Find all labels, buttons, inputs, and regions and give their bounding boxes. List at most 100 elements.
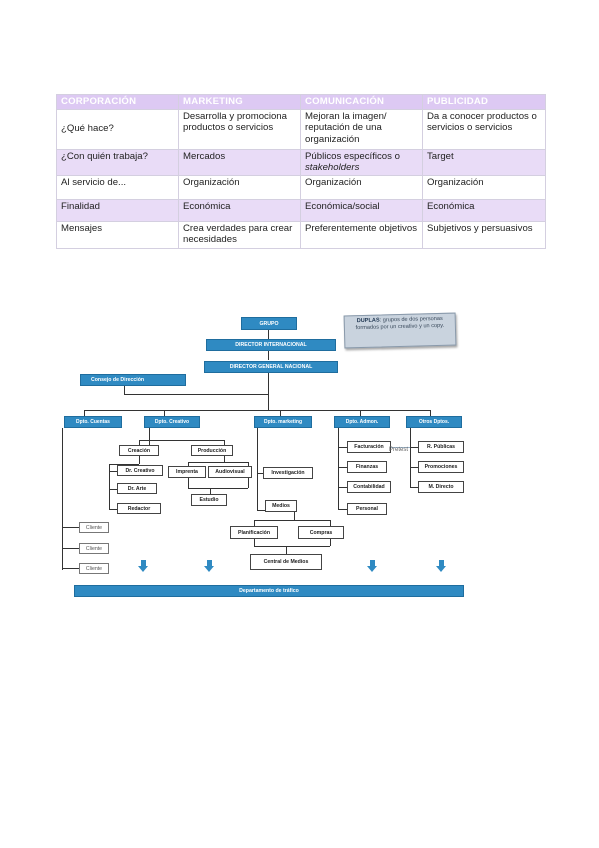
cliente-box: Cliente xyxy=(79,522,109,533)
connector-line xyxy=(62,548,79,549)
table-row: ¿Qué hace? Desarrolla y promociona produ… xyxy=(56,108,546,150)
contabilidad-box: Contabilidad xyxy=(347,481,391,493)
connector-line xyxy=(188,462,189,466)
connector-line xyxy=(390,447,410,448)
connector-line xyxy=(109,471,117,472)
marketing-directo-box: M. Directo xyxy=(418,481,464,493)
connector-line xyxy=(224,440,225,445)
director-general-box: DIRECTOR GENERAL NACIONAL xyxy=(204,361,338,373)
table-cell: Organización xyxy=(422,174,546,200)
connector-line xyxy=(254,539,255,546)
table-cell: Organización xyxy=(178,174,301,200)
connector-line xyxy=(410,447,418,448)
connector-line xyxy=(224,456,225,462)
dept-marketing: Dpto. marketing xyxy=(254,416,312,428)
table-cell: Económica xyxy=(178,198,301,222)
pretest-label: Pretest xyxy=(389,447,409,453)
connector-line xyxy=(109,464,110,510)
down-arrow-icon xyxy=(436,560,447,572)
connector-line xyxy=(109,489,117,490)
table-cell: Crea verdades para crear necesidades xyxy=(178,220,301,249)
connector-line xyxy=(149,428,150,450)
dr-arte-box: Dr. Arte xyxy=(117,483,157,494)
connector-line xyxy=(257,510,265,511)
audiovisual-box: Audiovisual xyxy=(208,466,252,478)
header-marketing: MARKETING xyxy=(178,94,301,110)
connector-line xyxy=(360,410,361,416)
connector-line xyxy=(286,546,287,554)
table-cell: Organización xyxy=(300,174,423,200)
finanzas-box: Finanzas xyxy=(347,461,387,473)
duplas-title: DUPLAS xyxy=(356,317,380,325)
connector-line xyxy=(257,473,263,474)
connector-line xyxy=(188,478,189,488)
redactor-box: Redactor xyxy=(117,503,161,514)
down-arrow-icon xyxy=(138,560,149,572)
connector-line xyxy=(164,410,165,416)
table-cell-text: Públicos específicos o xyxy=(305,150,400,162)
connector-line xyxy=(210,488,211,494)
connector-line xyxy=(109,464,139,465)
personal-box: Personal xyxy=(347,503,387,515)
consejo-direccion-box: Consejo de Dirección xyxy=(80,374,186,386)
dept-otros: Otros Dptos. xyxy=(406,416,462,428)
duplas-note: DUPLAS: grupos de dos personas formados … xyxy=(343,312,457,349)
table-cell: Desarrolla y promociona productos o serv… xyxy=(178,108,301,150)
table-cell: Preferentemente objetivos xyxy=(300,220,423,249)
table-row: Finalidad Económica Económica/social Eco… xyxy=(56,198,546,222)
connector-line xyxy=(188,462,248,463)
connector-line xyxy=(410,487,418,488)
relaciones-publicas-box: R. Públicas xyxy=(418,441,464,453)
comparison-table: CORPORACIÓN MARKETING COMUNICACIÓN PUBLI… xyxy=(56,94,546,249)
table-cell: ¿Qué hace? xyxy=(56,108,179,150)
stakeholders-text: stakeholders xyxy=(305,162,360,174)
table-cell: Subjetivos y persuasivos xyxy=(422,220,546,249)
table-cell: Al servicio de... xyxy=(56,174,179,200)
grupo-box: GRUPO xyxy=(241,317,297,330)
departamento-trafico-bar: Departamento de tráfico xyxy=(74,585,464,597)
connector-line xyxy=(257,428,258,510)
dept-admon: Dpto. Admon. xyxy=(334,416,390,428)
connector-line xyxy=(338,447,347,448)
creacion-box: Creación xyxy=(119,445,159,456)
compras-box: Compras xyxy=(298,526,344,539)
table-cell: Mercados xyxy=(178,148,301,176)
medios-box: Medios xyxy=(265,500,297,512)
connector-line xyxy=(280,410,281,416)
connector-line xyxy=(294,512,295,520)
table-cell: ¿Con quién trabaja? xyxy=(56,148,179,176)
table-cell: Mejoran la imagen/ reputación de una org… xyxy=(300,108,423,150)
connector-line xyxy=(124,394,268,395)
connector-line xyxy=(254,520,255,526)
connector-line xyxy=(268,329,269,339)
header-corporacion: CORPORACIÓN xyxy=(56,94,179,110)
connector-line xyxy=(62,428,63,570)
connector-line xyxy=(139,440,224,441)
connector-line xyxy=(338,487,347,488)
connector-line xyxy=(62,568,79,569)
dr-creativo-box: Dr. Creativo xyxy=(117,465,163,476)
table-row: Mensajes Crea verdades para crear necesi… xyxy=(56,220,546,249)
header-publicidad: PUBLICIDAD xyxy=(422,94,546,110)
planificacion-box: Planificación xyxy=(230,526,278,539)
table-header-row: CORPORACIÓN MARKETING COMUNICACIÓN PUBLI… xyxy=(56,94,546,110)
table-cell: Mensajes xyxy=(56,220,179,249)
connector-line xyxy=(410,428,411,488)
connector-line xyxy=(338,428,339,510)
connector-line xyxy=(62,527,79,528)
estudio-box: Estudio xyxy=(191,494,227,506)
connector-line xyxy=(248,478,249,488)
connector-line xyxy=(84,410,430,411)
promociones-box: Promociones xyxy=(418,461,464,473)
dept-creativo: Dpto. Creativo xyxy=(144,416,200,428)
produccion-box: Producción xyxy=(191,445,233,456)
connector-line xyxy=(248,462,249,466)
cliente-box: Cliente xyxy=(79,543,109,554)
director-internacional-box: DIRECTOR INTERNACIONAL xyxy=(206,339,336,351)
table-row: Al servicio de... Organización Organizac… xyxy=(56,174,546,200)
connector-line xyxy=(254,546,330,547)
investigacion-box: Investigación xyxy=(263,467,313,479)
connector-line xyxy=(188,488,248,489)
connector-line xyxy=(330,520,331,526)
central-medios-box: Central de Medios xyxy=(250,554,322,570)
